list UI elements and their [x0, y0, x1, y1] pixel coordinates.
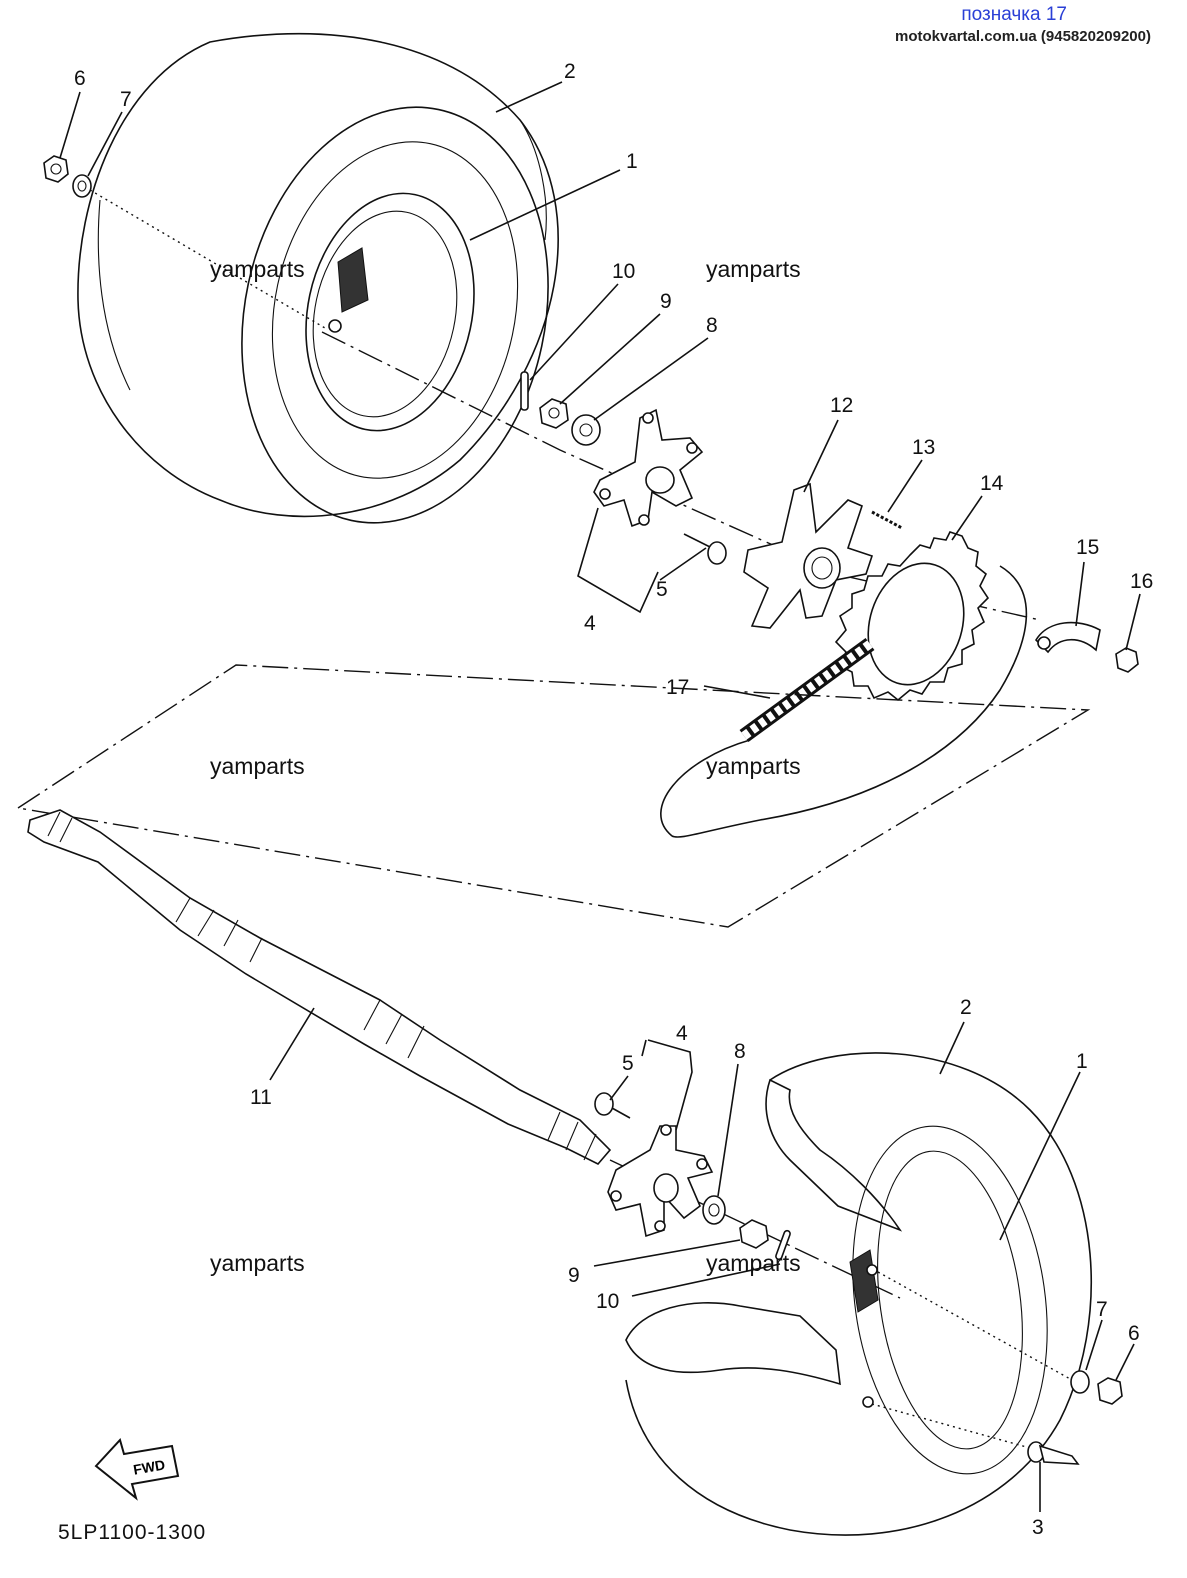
callout-5[interactable]: 5 — [656, 578, 668, 601]
nut-16 — [1115, 647, 1139, 673]
nut-6-upper — [43, 155, 69, 183]
rear-axle-11 — [27, 809, 612, 1165]
callout-6[interactable]: 6 — [74, 67, 86, 90]
callout-8[interactable]: 8 — [706, 314, 718, 337]
fwd-label: FWD — [132, 1456, 166, 1477]
washer-7-upper — [72, 174, 92, 198]
valve-centerline — [871, 1403, 1031, 1449]
valve-stem-3 — [1027, 1441, 1080, 1465]
callout-7[interactable]: 7 — [120, 88, 132, 111]
callout-13[interactable]: 13 — [912, 436, 935, 459]
callout-5[interactable]: 5 — [622, 1052, 634, 1075]
callout-9[interactable]: 9 — [660, 290, 672, 313]
callout-3[interactable]: 3 — [1032, 1516, 1044, 1539]
forward-direction-arrow: FWD — [94, 1438, 180, 1501]
callout-15[interactable]: 15 — [1076, 536, 1099, 559]
castle-nut-9-lower — [739, 1219, 769, 1249]
callout-7[interactable]: 7 — [1096, 1298, 1108, 1321]
sprocket-14 — [834, 531, 990, 702]
hub-4-upper — [593, 408, 704, 528]
stud-13 — [871, 510, 903, 530]
sprocket-hub-12 — [743, 482, 874, 629]
watermark: yamparts — [210, 753, 305, 779]
washer-8-lower — [702, 1195, 726, 1225]
callout-8[interactable]: 8 — [734, 1040, 746, 1063]
castle-nut-9-upper — [539, 398, 569, 429]
callout-4[interactable]: 4 — [584, 612, 596, 635]
callout-16[interactable]: 16 — [1130, 570, 1153, 593]
callout-10[interactable]: 10 — [612, 260, 635, 283]
bolt-5-upper — [683, 533, 727, 565]
rear-wheel-lower — [625, 1052, 1093, 1536]
callout-1[interactable]: 1 — [1076, 1050, 1088, 1073]
drive-chain-17 — [660, 565, 1028, 838]
leader-bracket-4 — [577, 507, 659, 614]
callout-4[interactable]: 4 — [676, 1022, 688, 1045]
rear-wheel-upper — [77, 32, 559, 524]
assembly-bracket — [16, 664, 1091, 928]
page-title[interactable]: позначка 17 — [961, 4, 1067, 25]
diagram-code: 5LP1100-1300 — [58, 1521, 207, 1544]
watermark: yamparts — [706, 256, 801, 282]
stud-centerline-lower — [877, 1271, 1073, 1381]
bolt-5-lower — [594, 1092, 631, 1119]
watermark: yamparts — [706, 1250, 801, 1276]
callout-17[interactable]: 17 — [666, 676, 689, 699]
callout-10[interactable]: 10 — [596, 1290, 619, 1313]
callout-11[interactable]: 11 — [250, 1086, 272, 1109]
chain-clip-15 — [1034, 621, 1101, 654]
callout-6[interactable]: 6 — [1128, 1322, 1140, 1345]
watermark: yamparts — [210, 1250, 305, 1276]
leader-lines — [59, 81, 1141, 1512]
washer-8-upper — [571, 414, 601, 446]
callout-9[interactable]: 9 — [568, 1264, 580, 1287]
cotter-pin-10-upper — [520, 371, 529, 411]
site-reference: motokvartal.com.ua (945820209200) — [895, 28, 1151, 45]
cotter-pin-10-lower — [775, 1229, 791, 1261]
callout-2[interactable]: 2 — [960, 996, 972, 1019]
nut-6-lower — [1097, 1377, 1123, 1405]
callout-14[interactable]: 14 — [980, 472, 1004, 495]
callout-numbers: 6 7 2 1 10 9 8 12 13 14 15 16 5 4 17 11 … — [74, 60, 1153, 1539]
hub-4-lower — [607, 1124, 714, 1238]
watermark: yamparts — [706, 753, 801, 779]
callout-2[interactable]: 2 — [564, 60, 576, 83]
callout-1[interactable]: 1 — [626, 150, 638, 173]
callout-12[interactable]: 12 — [830, 394, 853, 417]
stud-centerline — [89, 189, 326, 329]
washer-7-lower — [1070, 1370, 1090, 1394]
